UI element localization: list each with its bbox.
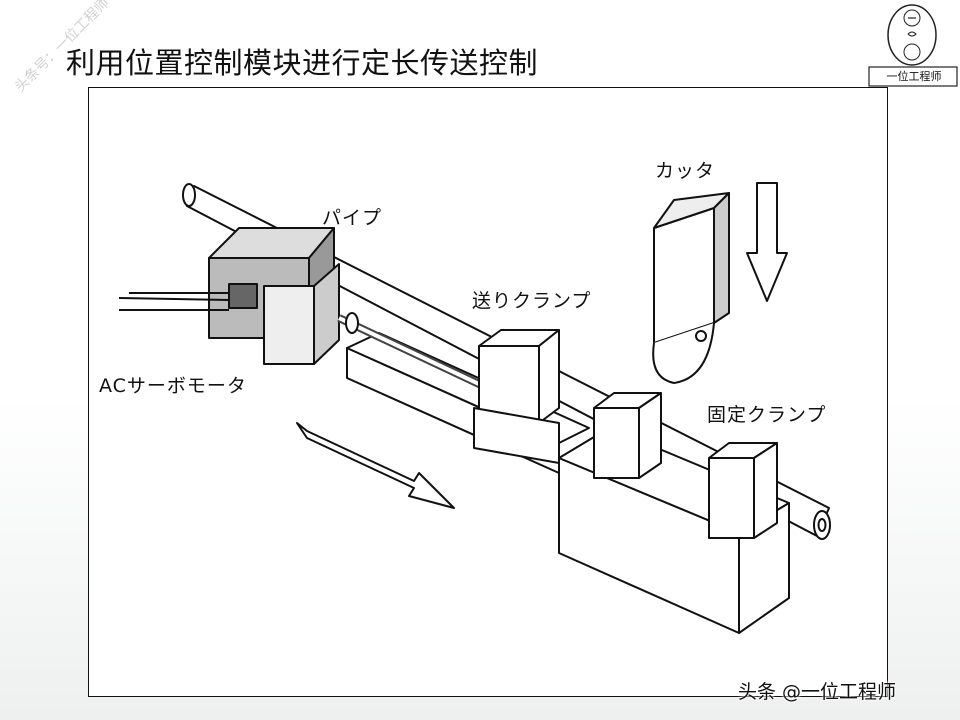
brand-text: 一位工程师 xyxy=(886,70,942,83)
fixed-clamp-post-1 xyxy=(593,407,640,479)
slide-title: 利用位置控制模块进行定长传送控制 xyxy=(66,46,539,80)
label-fixed-clamp: 固定クランプ xyxy=(707,404,827,426)
cable-connector xyxy=(228,283,258,309)
label-feed-clamp: 送りクランプ xyxy=(472,290,592,312)
cutter-body xyxy=(653,207,715,344)
cutter-down-arrow xyxy=(746,182,788,302)
machine-illustration xyxy=(118,182,831,634)
footer-watermark: 头条 @一位工程师 xyxy=(738,681,897,703)
diagram-frame: カッタ パイプ 送りクランプ ACサーボモータ 固定クランプ xyxy=(88,87,888,697)
label-servo-motor: ACサーボモータ xyxy=(99,375,247,397)
label-pipe: パイプ xyxy=(322,207,383,229)
label-cutter: カッタ xyxy=(655,160,716,182)
brand-logo-icon xyxy=(868,4,958,87)
fixed-clamp-post-2 xyxy=(708,457,755,539)
feed-direction-arrow xyxy=(296,422,455,509)
pipe-end-left xyxy=(182,183,196,207)
motor-cable xyxy=(118,292,230,311)
